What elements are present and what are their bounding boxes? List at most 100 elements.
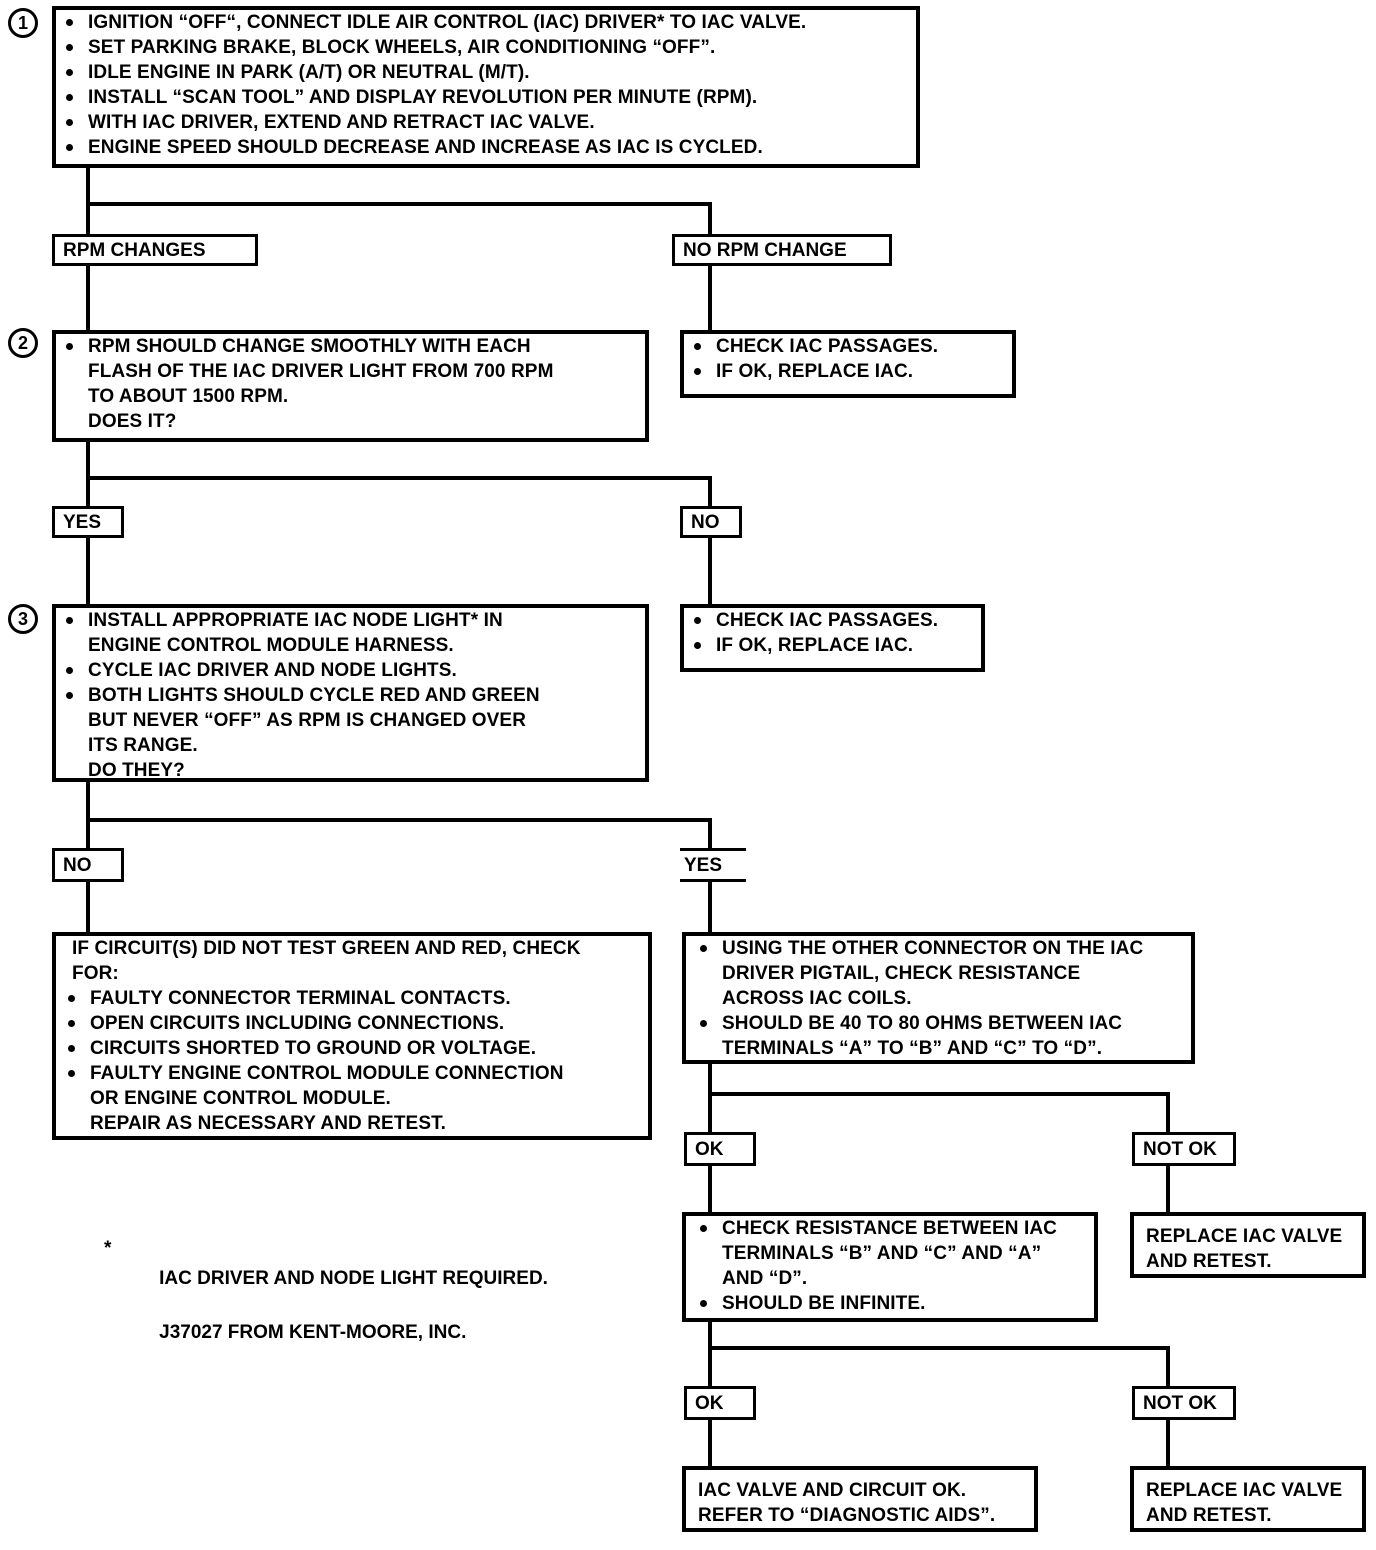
step-3-box: INSTALL APPROPRIATE IAC NODE LIGHT* IN E…	[52, 604, 649, 782]
list-item: CHECK IAC PASSAGES.	[684, 334, 1012, 359]
list-item: IDLE ENGINE IN PARK (A/T) OR NEUTRAL (M/…	[56, 60, 916, 85]
text-line: TERMINALS “A” TO “B” AND “C” TO “D”.	[722, 1038, 1103, 1059]
text-line: TERMINALS “B” AND “C” AND “A”	[722, 1243, 1042, 1264]
list-item: CHECK IAC PASSAGES.	[684, 608, 981, 633]
branch-tag-label: NOT OK	[1143, 1138, 1217, 1160]
replace-iac-valve-text-1: REPLACE IAC VALVE AND RETEST.	[1134, 1216, 1362, 1282]
text-line: DOES IT?	[88, 411, 177, 432]
connector-vertical	[708, 476, 712, 508]
check-iac-box-2: CHECK IAC PASSAGES. IF OK, REPLACE IAC.	[680, 604, 985, 672]
text-line: DO THEY?	[88, 760, 185, 781]
step-3-label: 3	[17, 609, 28, 629]
text-line: REPAIR AS NECESSARY AND RETEST.	[90, 1113, 447, 1134]
replace-iac-valve-box-2: REPLACE IAC VALVE AND RETEST.	[1130, 1466, 1366, 1532]
connector-vertical	[708, 1320, 712, 1350]
text-line: FLASH OF THE IAC DRIVER LIGHT FROM 700 R…	[88, 361, 554, 382]
step-3-list: INSTALL APPROPRIATE IAC NODE LIGHT* IN E…	[56, 608, 645, 783]
step-1-box: IGNITION “OFF“, CONNECT IDLE AIR CONTROL…	[52, 6, 920, 168]
text-line: INSTALL APPROPRIATE IAC NODE LIGHT* IN	[88, 610, 503, 631]
connector-vertical	[86, 166, 90, 206]
branch-tag-label: OK	[695, 1392, 724, 1414]
step-number-1: 1	[8, 8, 38, 38]
connector-vertical	[708, 1418, 712, 1468]
branch-tag-label: RPM CHANGES	[63, 239, 206, 261]
branch-tag-label: NO RPM CHANGE	[683, 239, 847, 261]
text-line: REFER TO “DIAGNOSTIC AIDS”.	[698, 1505, 996, 1526]
circuit-check-list: IF CIRCUIT(S) DID NOT TEST GREEN AND RED…	[56, 936, 648, 1136]
connector-vertical	[708, 1092, 712, 1132]
connector-vertical	[86, 476, 90, 508]
connector-vertical	[1166, 1092, 1170, 1132]
branch-tag-ok-2: OK	[684, 1386, 756, 1420]
text-line: RPM SHOULD CHANGE SMOOTHLY WITH EACH	[88, 336, 531, 357]
connector-vertical	[86, 818, 90, 850]
connector-vertical	[708, 264, 712, 332]
text-line: BUT NEVER “OFF” AS RPM IS CHANGED OVER	[88, 710, 527, 731]
step-number-3: 3	[8, 604, 38, 634]
infinite-resistance-list: CHECK RESISTANCE BETWEEN IAC TERMINALS “…	[686, 1216, 1094, 1316]
step-1-list: IGNITION “OFF“, CONNECT IDLE AIR CONTROL…	[56, 10, 916, 160]
step-2-box: RPM SHOULD CHANGE SMOOTHLY WITH EACH FLA…	[52, 330, 649, 442]
list-item: USING THE OTHER CONNECTOR ON THE IAC DRI…	[690, 936, 1191, 1011]
text-line: BOTH LIGHTS SHOULD CYCLE RED AND GREEN	[88, 685, 540, 706]
list-item: SHOULD BE 40 TO 80 OHMS BETWEEN IAC TERM…	[690, 1011, 1191, 1061]
connector-vertical	[1166, 1418, 1170, 1468]
text-line: FAULTY ENGINE CONTROL MODULE CONNECTION	[90, 1063, 564, 1084]
text-line: AND RETEST.	[1146, 1505, 1272, 1526]
branch-tag-label: NO	[691, 511, 720, 533]
text-line: AND “D”.	[722, 1268, 808, 1289]
list-item: BOTH LIGHTS SHOULD CYCLE RED AND GREEN B…	[56, 683, 645, 783]
list-item: SHOULD BE INFINITE.	[690, 1291, 1094, 1316]
branch-tag-not-ok-2: NOT OK	[1132, 1386, 1236, 1420]
connector-vertical	[708, 202, 712, 236]
connector-vertical	[708, 1164, 712, 1214]
text-line: IF CIRCUIT(S) DID NOT TEST GREEN AND RED…	[72, 938, 581, 959]
check-iac-list-2: CHECK IAC PASSAGES. IF OK, REPLACE IAC.	[684, 608, 981, 658]
list-item: INSTALL “SCAN TOOL” AND DISPLAY REVOLUTI…	[56, 85, 916, 110]
list-item: CIRCUITS SHORTED TO GROUND OR VOLTAGE.	[58, 1036, 648, 1061]
text-line: REPLACE IAC VALVE	[1146, 1480, 1343, 1501]
connector-horizontal	[708, 1346, 1170, 1350]
connector-horizontal	[86, 818, 712, 822]
connector-vertical	[708, 1062, 712, 1096]
text-line: AND RETEST.	[1146, 1251, 1272, 1272]
list-item: SET PARKING BRAKE, BLOCK WHEELS, AIR CON…	[56, 35, 916, 60]
branch-tag-not-ok-1: NOT OK	[1132, 1132, 1236, 1166]
branch-tag-no-1: NO	[680, 506, 742, 538]
text-line: USING THE OTHER CONNECTOR ON THE IAC	[722, 938, 1144, 959]
text-line: REPLACE IAC VALVE	[1146, 1226, 1343, 1247]
text-line: ACROSS IAC COILS.	[722, 988, 912, 1009]
connector-horizontal	[86, 202, 712, 206]
branch-tag-label: NO	[63, 854, 92, 876]
branch-tag-label: OK	[695, 1138, 724, 1160]
connector-vertical	[1166, 1346, 1170, 1386]
list-item: FAULTY CONNECTOR TERMINAL CONTACTS.	[58, 986, 648, 1011]
list-item: ENGINE SPEED SHOULD DECREASE AND INCREAS…	[56, 135, 916, 160]
circuit-check-box: IF CIRCUIT(S) DID NOT TEST GREEN AND RED…	[52, 932, 652, 1140]
connector-horizontal	[708, 1092, 1170, 1096]
branch-tag-label: YES	[684, 854, 723, 876]
branch-tag-no-2: NO	[52, 848, 124, 882]
connector-vertical	[86, 264, 90, 332]
intro-text: IF CIRCUIT(S) DID NOT TEST GREEN AND RED…	[58, 936, 648, 986]
list-item: WITH IAC DRIVER, EXTEND AND RETRACT IAC …	[56, 110, 916, 135]
replace-iac-valve-box-1: REPLACE IAC VALVE AND RETEST.	[1130, 1212, 1366, 1278]
text-line: TO ABOUT 1500 RPM.	[88, 386, 289, 407]
text-line: ENGINE CONTROL MODULE HARNESS.	[88, 635, 454, 656]
final-ok-text: IAC VALVE AND CIRCUIT OK. REFER TO “DIAG…	[686, 1470, 1034, 1536]
connector-vertical	[708, 818, 712, 850]
text-line: FOR:	[72, 963, 119, 984]
branch-tag-rpm-changes: RPM CHANGES	[52, 234, 258, 266]
step-2-list: RPM SHOULD CHANGE SMOOTHLY WITH EACH FLA…	[56, 334, 645, 434]
text-line: DRIVER PIGTAIL, CHECK RESISTANCE	[722, 963, 1081, 984]
list-item: OPEN CIRCUITS INCLUDING CONNECTIONS.	[58, 1011, 648, 1036]
list-item: INSTALL APPROPRIATE IAC NODE LIGHT* IN E…	[56, 608, 645, 658]
step-2-label: 2	[17, 333, 28, 353]
final-ok-box: IAC VALVE AND CIRCUIT OK. REFER TO “DIAG…	[682, 1466, 1038, 1532]
connector-vertical	[86, 440, 90, 480]
step-number-2: 2	[8, 328, 38, 358]
connector-horizontal	[86, 476, 712, 480]
text-line: J37027 FROM KENT-MOORE, INC.	[159, 1322, 467, 1343]
text-line: SHOULD BE 40 TO 80 OHMS BETWEEN IAC	[722, 1013, 1123, 1034]
